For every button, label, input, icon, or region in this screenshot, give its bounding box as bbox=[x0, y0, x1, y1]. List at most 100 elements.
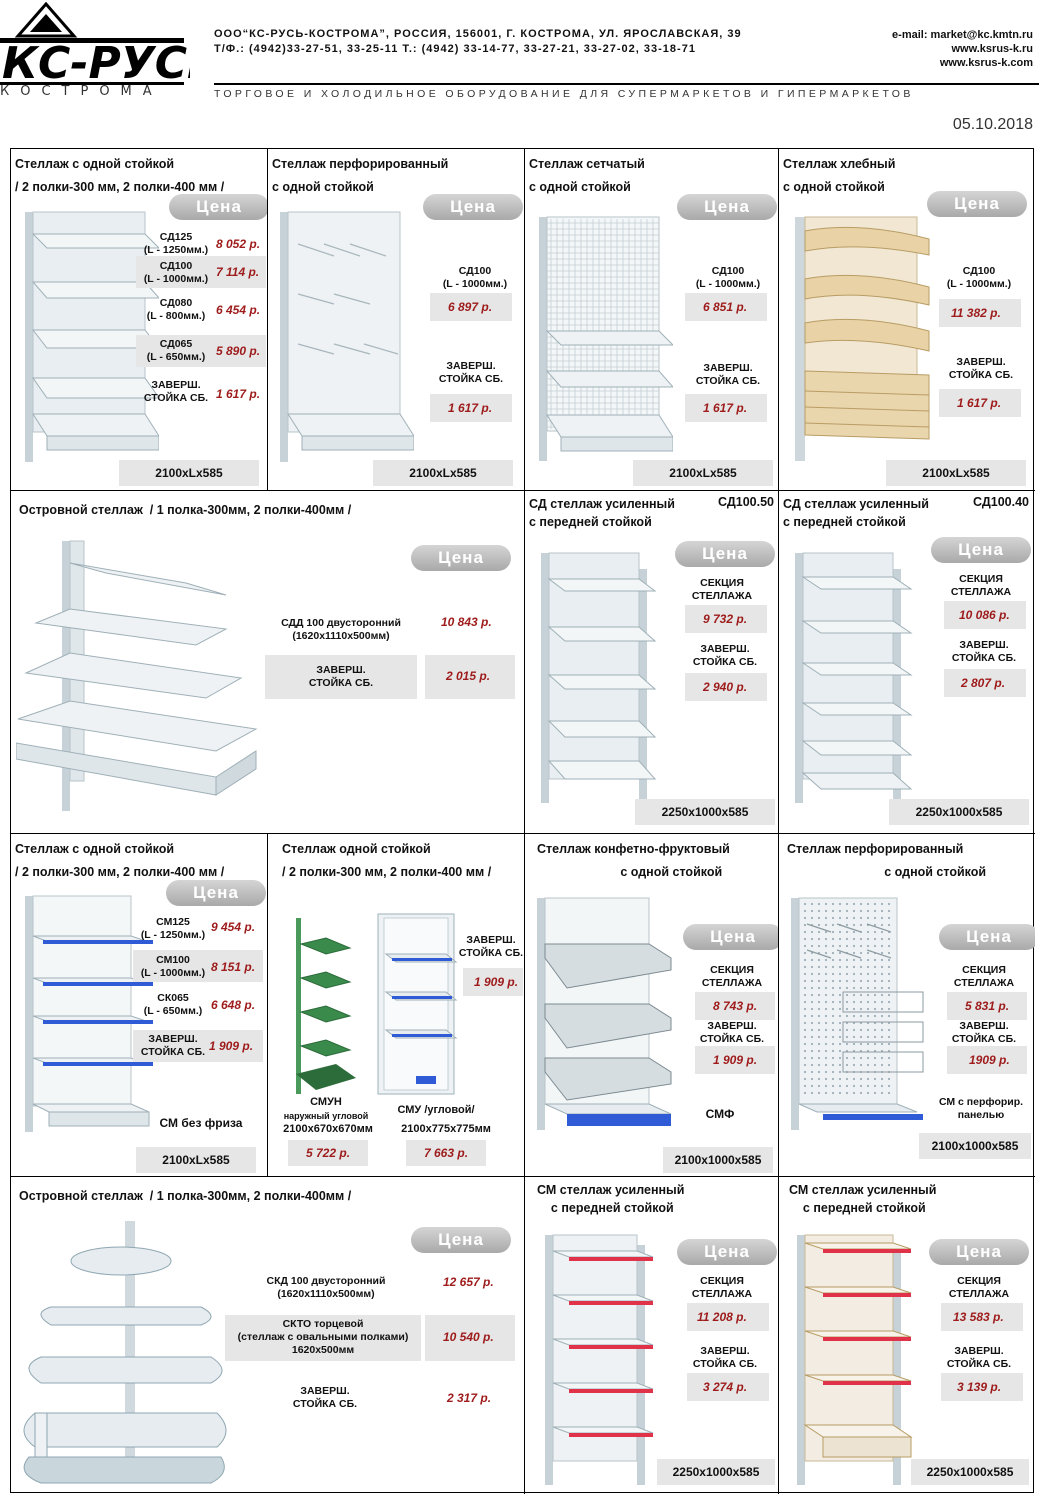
product-price: 1 617 р. bbox=[216, 387, 261, 401]
shelf-illustration bbox=[791, 897, 924, 1130]
product-price: 1 617 р. bbox=[957, 396, 1002, 410]
company-address: ООО“КС-РУСЬ-КОСТРОМА”, РОССИЯ, 156001, Г… bbox=[214, 28, 742, 40]
corner-inner-price: 7 663 р. bbox=[424, 1146, 469, 1160]
price-label-badge: Цена bbox=[423, 194, 523, 220]
product-name: СЕКЦИЯ СТЕЛЛАЖА bbox=[691, 1275, 753, 1300]
shelf-illustration bbox=[545, 1234, 654, 1485]
cell-title: Стеллаж с одной стойкой / 2 полки-300 мм… bbox=[15, 157, 225, 194]
corner-outer-dimensions: 2100х670х670мм bbox=[283, 1123, 373, 1135]
product-code: СД100.50 bbox=[718, 495, 774, 509]
product-price: 3 139 р. bbox=[957, 1380, 1002, 1394]
dimensions-label: 2250х1000х585 bbox=[889, 799, 1029, 825]
price-row-highlight bbox=[695, 992, 775, 1020]
price-row-highlight bbox=[133, 950, 263, 982]
price-label-badge: Цена bbox=[927, 191, 1027, 217]
dimensions-label: 2250х1000х585 bbox=[657, 1459, 775, 1485]
product-name: ЗАВЕРШ. СТОЙКА СБ. bbox=[699, 1020, 765, 1045]
price-row-highlight bbox=[136, 256, 266, 288]
price-row-highlight bbox=[687, 1303, 769, 1331]
price-row-highlight bbox=[425, 1315, 515, 1361]
product-name: ЗАВЕРШ. СТОЙКА СБ. bbox=[946, 1345, 1012, 1370]
shelf-illustration bbox=[795, 552, 913, 803]
price-row-highlight bbox=[225, 1315, 421, 1361]
product-name: СЕКЦИЯ СТЕЛЛАЖА bbox=[701, 964, 763, 989]
cell-shelf-one-post: Стеллаж с одной стойкой / 2 полки-300 мм… bbox=[11, 149, 268, 491]
product-price: 9 454 р. bbox=[211, 920, 256, 934]
product-price: 6 454 р. bbox=[216, 303, 261, 317]
product-price: 5 831 р. bbox=[965, 999, 1010, 1013]
dimensions-label: 2100xLx585 bbox=[373, 460, 513, 486]
email-link[interactable]: e-mail: market@kc.kmtn.ru bbox=[892, 29, 1033, 41]
dimensions-label: 2100xLx585 bbox=[119, 460, 259, 486]
contacts-block: e-mail: market@kc.kmtn.ru www.ksrus-k.ru… bbox=[892, 28, 1033, 70]
cell-sm-reinforced-b: СМ стеллаж усиленный с передней стойкой … bbox=[779, 1177, 1035, 1494]
product-name: СД125 (L - 1250мм.) bbox=[143, 231, 209, 256]
dimensions-label: 2100xLx585 bbox=[136, 1147, 256, 1173]
price-row-highlight bbox=[941, 1373, 1023, 1401]
price-row-highlight bbox=[265, 655, 417, 699]
product-price: 7 114 р. bbox=[216, 265, 260, 279]
product-price: 10 540 р. bbox=[443, 1330, 494, 1344]
product-name: СКД 100 двусторонний (1620х1110х500мм) bbox=[266, 1275, 386, 1300]
cell-title: Стеллаж сетчатый с одной стойкой bbox=[529, 157, 645, 194]
shelf-illustration bbox=[797, 1234, 913, 1485]
product-price: 9 732 р. bbox=[703, 612, 748, 626]
shelf-illustration bbox=[795, 216, 930, 461]
price-label-badge: Цена bbox=[931, 537, 1031, 563]
price-row-highlight bbox=[685, 605, 767, 633]
price-row-highlight bbox=[136, 335, 266, 367]
price-row-highlight bbox=[947, 992, 1027, 1020]
dimensions-label: 2250х1000х585 bbox=[635, 799, 775, 825]
product-price: 2 317 р. bbox=[447, 1391, 492, 1405]
product-price: 8 052 р. bbox=[216, 237, 261, 251]
dimensions-label: 2250х1000х585 bbox=[911, 1459, 1029, 1485]
price-label-badge: Цена bbox=[166, 880, 266, 906]
cell-mesh-shelf: Стеллаж сетчатый с одной стойкой Цена СД… bbox=[525, 149, 779, 491]
product-price: 6 897 р. bbox=[448, 300, 493, 314]
product-price: 8 151 р. bbox=[211, 960, 256, 974]
cell-perforated-panel-shelf: Стеллаж перфорированный с одной стойкой … bbox=[779, 834, 1035, 1177]
product-price: 6 648 р. bbox=[211, 998, 256, 1012]
product-name: ЗАВЕРШ. СТОЙКА СБ. bbox=[948, 356, 1014, 381]
product-name: СД080 (L - 800мм.) bbox=[146, 297, 206, 322]
price-row-highlight bbox=[463, 968, 523, 996]
product-name: СД100 (L - 1000мм.) bbox=[442, 265, 508, 290]
cell-title: Стеллаж одной стойкой / 2 полки-300 мм, … bbox=[282, 842, 492, 879]
price-label-badge: Цена bbox=[675, 541, 775, 567]
shelf-illustration bbox=[25, 895, 153, 1132]
price-row-highlight bbox=[939, 299, 1021, 327]
cell-title: Островной стеллаж / 1 полка-300мм, 2 пол… bbox=[19, 1189, 352, 1203]
cell-island-shelf: Островной стеллаж / 1 полка-300мм, 2 пол… bbox=[11, 491, 525, 834]
price-row-highlight bbox=[430, 293, 512, 321]
corner-outer-price: 5 722 р. bbox=[306, 1146, 351, 1160]
product-price: 2 807 р. bbox=[961, 676, 1006, 690]
cell-title: Стеллаж перфорированный с одной стойкой bbox=[787, 842, 987, 879]
shelf-illustration bbox=[280, 211, 414, 462]
product-name: ЗАВЕРШ. СТОЙКА СБ. bbox=[438, 360, 504, 385]
product-price: 12 657 р. bbox=[443, 1275, 494, 1289]
price-list-date: 05.10.2018 bbox=[952, 116, 1033, 133]
product-name: СДД 100 двусторонний (1620х1110х500мм) bbox=[281, 617, 401, 642]
product-name: ЗАВЕРШ. СТОЙКА СБ. bbox=[692, 1345, 758, 1370]
price-label-badge: Цена bbox=[939, 924, 1035, 950]
shelf-illustration bbox=[537, 897, 672, 1130]
dimensions-label: 2100х1000х585 bbox=[663, 1147, 773, 1173]
product-price: 1 909 р. bbox=[713, 1053, 758, 1067]
product-name: СЕКЦИЯ СТЕЛЛАЖА bbox=[948, 1275, 1010, 1300]
cell-title: Стеллаж конфетно-фруктовый с одной стойк… bbox=[537, 842, 730, 879]
corner-outer-subtitle: наружный угловой bbox=[283, 1111, 369, 1121]
price-label-badge: Цена bbox=[683, 924, 778, 950]
product-price: 1909 р. bbox=[969, 1053, 1010, 1067]
product-price: 5 890 р. bbox=[216, 344, 261, 358]
price-row-highlight bbox=[685, 394, 767, 422]
product-name: ЗАВЕРШ. СТОЙКА СБ. bbox=[140, 1033, 206, 1058]
shelf-illustration bbox=[16, 540, 258, 811]
site-link-com[interactable]: www.ksrus-k.com bbox=[939, 57, 1033, 69]
product-price: 1 617 р. bbox=[703, 401, 748, 415]
shelf-illustration bbox=[541, 552, 657, 803]
price-row-highlight bbox=[133, 1030, 263, 1062]
site-link-ru[interactable]: www.ksrus-k.ru bbox=[951, 43, 1033, 55]
product-price: 1 617 р. bbox=[448, 401, 493, 415]
product-price: 3 274 р. bbox=[703, 1380, 748, 1394]
company-logo: КС-РУСЬ bbox=[0, 2, 190, 89]
